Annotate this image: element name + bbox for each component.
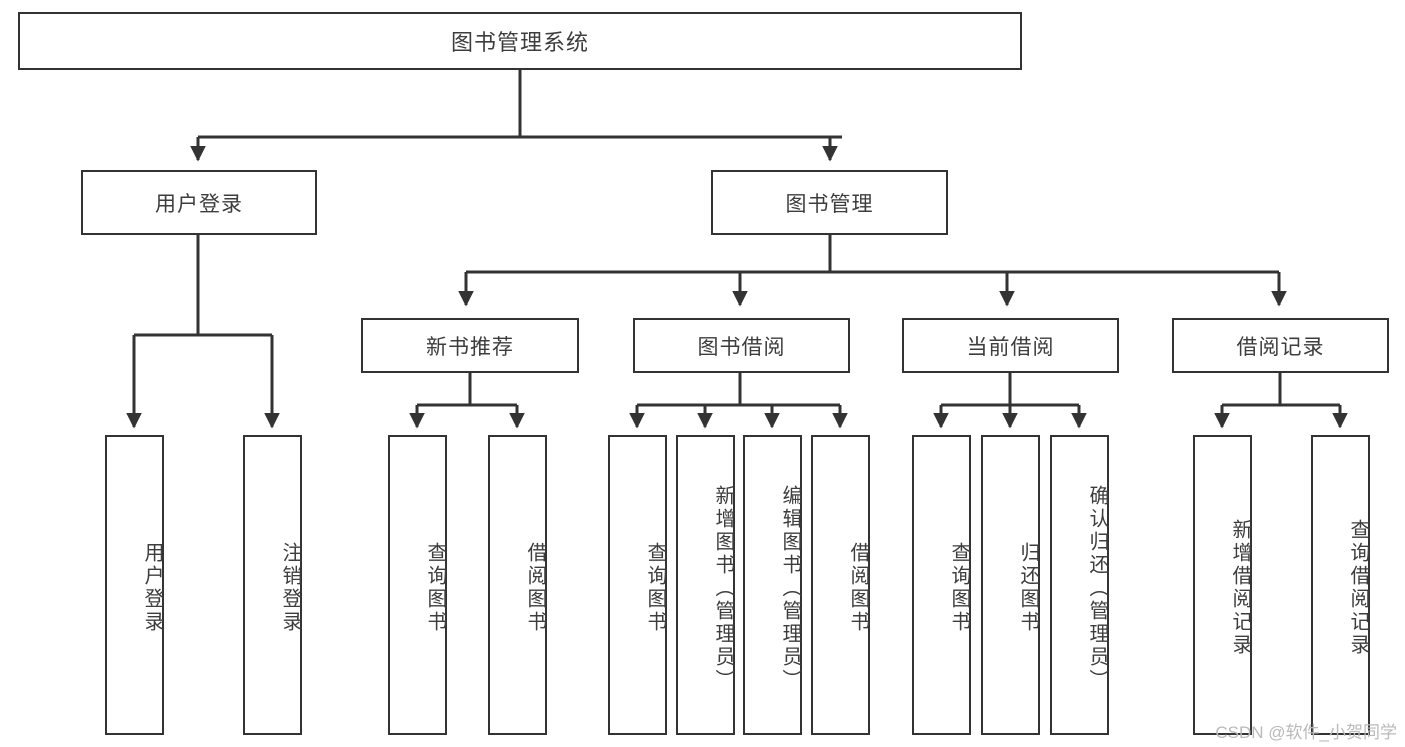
leaf-record-query-borrow-record[interactable]: 查询借阅记录 — [1311, 435, 1370, 735]
leaf-current-confirm-return-admin[interactable]: 确认归还（管理员） — [1050, 435, 1109, 735]
node-label: 新增图书（管理员） — [712, 484, 734, 692]
node-label: 查询图书 — [424, 542, 446, 634]
node-label: 新增借阅记录 — [1229, 519, 1251, 657]
leaf-borrow-add-book-admin[interactable]: 新增图书（管理员） — [676, 435, 735, 735]
node-label: 归还图书 — [1017, 542, 1039, 634]
leaf-user-login[interactable]: 用户登录 — [105, 435, 164, 735]
node-user-login[interactable]: 用户登录 — [81, 170, 317, 235]
csdn-watermark: CSDN @软件_小贺同学 — [1215, 723, 1397, 742]
node-book-management[interactable]: 图书管理 — [711, 170, 948, 235]
leaf-borrow-edit-book-admin[interactable]: 编辑图书（管理员） — [743, 435, 802, 735]
leaf-borrow-borrow-book[interactable]: 借阅图书 — [811, 435, 870, 735]
leaf-current-return-book[interactable]: 归还图书 — [981, 435, 1040, 735]
node-label: 当前借阅 — [966, 335, 1055, 359]
node-label: 图书借阅 — [697, 335, 786, 359]
node-book-borrow[interactable]: 图书借阅 — [633, 318, 850, 373]
node-label: 查询图书 — [948, 542, 970, 634]
node-label: 确认归还（管理员） — [1086, 484, 1108, 692]
leaf-logout[interactable]: 注销登录 — [243, 435, 302, 735]
node-label: 新书推荐 — [426, 335, 514, 359]
node-label: 借阅图书 — [847, 542, 869, 634]
leaf-current-query-book[interactable]: 查询图书 — [912, 435, 971, 735]
node-borrow-record[interactable]: 借阅记录 — [1172, 318, 1389, 373]
node-label: 用户登录 — [141, 542, 163, 634]
leaf-record-add-borrow-record[interactable]: 新增借阅记录 — [1193, 435, 1252, 735]
node-label: 借阅记录 — [1236, 335, 1325, 359]
node-root-book-management-system[interactable]: 图书管理系统 — [18, 12, 1022, 70]
node-new-book-recommend[interactable]: 新书推荐 — [361, 318, 579, 373]
node-label: 图书管理 — [785, 192, 874, 216]
leaf-recommend-query-book[interactable]: 查询图书 — [388, 435, 447, 735]
node-label: 借阅图书 — [524, 542, 546, 634]
leaf-borrow-query-book[interactable]: 查询图书 — [608, 435, 667, 735]
node-label: 用户登录 — [155, 192, 243, 216]
node-label: 编辑图书（管理员） — [779, 484, 801, 692]
leaf-recommend-borrow-book[interactable]: 借阅图书 — [488, 435, 547, 735]
node-label: 查询借阅记录 — [1347, 519, 1369, 657]
node-label: 图书管理系统 — [450, 30, 589, 55]
node-current-borrow[interactable]: 当前借阅 — [902, 318, 1119, 373]
node-label: 注销登录 — [279, 542, 301, 634]
node-label: 查询图书 — [644, 542, 666, 634]
